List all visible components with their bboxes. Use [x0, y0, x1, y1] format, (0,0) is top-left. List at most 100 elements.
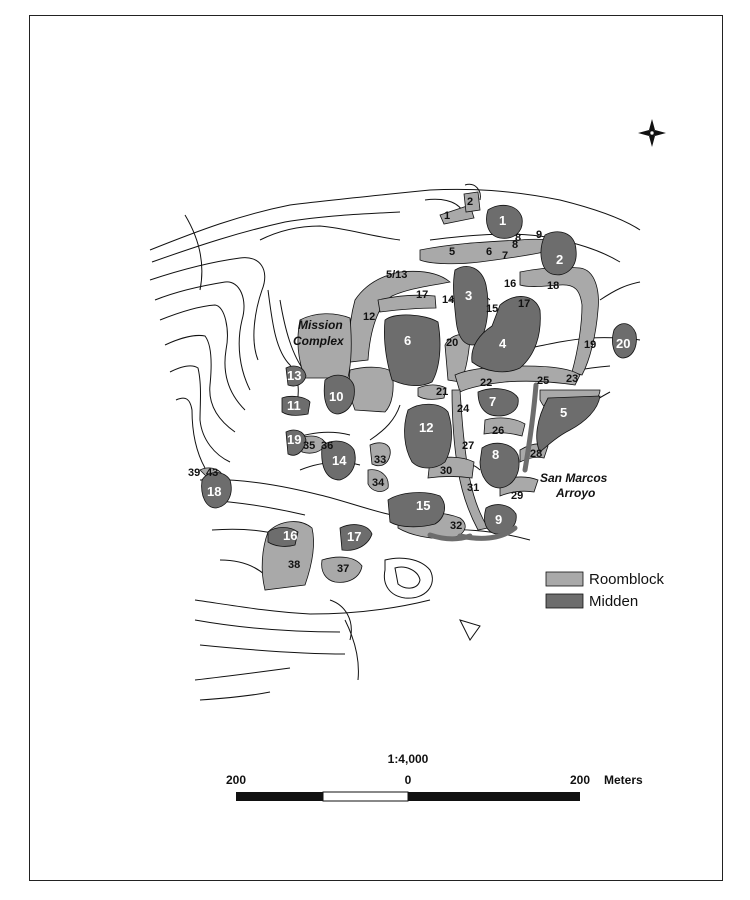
scale-label-left: 200 — [226, 773, 246, 787]
north-arrow-icon — [638, 119, 666, 147]
midden-label: 13 — [287, 368, 301, 383]
midden-labels: 1 2 3 4 5 6 7 8 9 10 11 12 13 14 15 16 1… — [207, 213, 630, 544]
roomblock-label: 36 — [321, 440, 333, 452]
midden-label: 17 — [347, 529, 361, 544]
scale-unit: Meters — [604, 773, 643, 787]
midden-label: 18 — [207, 484, 221, 499]
roomblock-label: 20 — [446, 337, 458, 349]
legend-swatch-midden — [545, 593, 584, 609]
roomblock-label: 1 — [444, 210, 450, 222]
midden-20 — [612, 323, 637, 359]
edge-bands — [427, 382, 539, 542]
midden-6 — [384, 314, 441, 386]
roomblock-label: 32 — [450, 520, 462, 532]
roomblock-label: 7 — [502, 250, 508, 262]
midden-13 — [285, 365, 307, 387]
roomblock-label: 19 — [584, 339, 596, 351]
roomblock-label: 33 — [374, 454, 386, 466]
roomblock-label: 17 — [518, 298, 530, 310]
midden-label: 1 — [499, 213, 506, 228]
midden-label: 8 — [492, 447, 499, 462]
midden-19 — [285, 429, 307, 456]
roomblock-label: 35 — [303, 440, 315, 452]
midden-label: 4 — [499, 336, 507, 351]
roomblock-label: 9 — [536, 229, 542, 241]
midden-label: 3 — [465, 288, 472, 303]
midden-label: 10 — [329, 389, 343, 404]
scale-bar: 200 0 200 Meters — [226, 773, 643, 802]
midden-15 — [387, 492, 445, 528]
midden-10 — [323, 374, 355, 415]
legend-label-midden: Midden — [589, 593, 638, 610]
midden-label: 19 — [287, 432, 301, 447]
scale-ratio: 1:4,000 — [388, 752, 429, 766]
roomblock-label: 17 — [416, 289, 428, 301]
midden-label: 5 — [560, 405, 567, 420]
roomblock-label: 15 — [486, 303, 498, 315]
roomblock-label: 16 — [504, 278, 516, 290]
roomblock-label: 26 — [492, 425, 504, 437]
roomblock-label: 38 — [288, 559, 300, 571]
midden-4 — [471, 296, 541, 373]
san-marcos-arroyo-label: Arroyo — [555, 486, 595, 500]
scale-label-right: 200 — [570, 773, 590, 787]
midden-label: 15 — [416, 498, 430, 513]
midden-14 — [321, 440, 356, 481]
roomblock-label: 24 — [457, 403, 470, 415]
roomblock-label: 31 — [467, 482, 479, 494]
san-marcos-arroyo-label: San Marcos — [540, 471, 608, 485]
roomblock-label: 12 — [363, 311, 375, 323]
roomblock-label: 43 — [206, 467, 218, 479]
mission-complex-label: Complex — [293, 334, 345, 348]
roomblock-label: 8 — [512, 239, 518, 251]
legend-label-roomblock: Roomblock — [589, 571, 665, 588]
midden-12 — [404, 403, 452, 469]
mission-complex-label: Mission — [298, 318, 343, 332]
map-frame — [29, 15, 723, 881]
legend: Roomblock Midden — [545, 571, 665, 610]
midden-label: 7 — [489, 394, 496, 409]
midden-18 — [201, 472, 232, 509]
midden-11 — [281, 395, 311, 416]
roomblock-label: 2 — [467, 196, 473, 208]
roomblock-label: 23 — [566, 373, 578, 385]
roomblock-label: 30 — [440, 465, 452, 477]
midden-label: 2 — [556, 252, 563, 267]
roomblock-label: 34 — [372, 477, 385, 489]
roomblock-label: 25 — [537, 375, 549, 387]
roomblock-label: 6 — [486, 246, 492, 258]
midden-5 — [536, 395, 601, 453]
roomblock-label: 18 — [547, 280, 559, 292]
roomblock-label: 21 — [436, 386, 448, 398]
roomblock-label: 22 — [480, 377, 492, 389]
roomblock-label: 27 — [462, 440, 474, 452]
midden-label: 6 — [404, 333, 411, 348]
scale-label-center: 0 — [405, 773, 412, 787]
middens — [201, 204, 637, 551]
midden-16 — [267, 527, 299, 547]
roomblock-label: 5/13 — [386, 269, 407, 281]
legend-swatch-roomblock — [545, 571, 584, 587]
midden-label: 9 — [495, 512, 502, 527]
midden-label: 20 — [616, 336, 630, 351]
place-labels: Mission Complex San Marcos Arroyo — [293, 318, 608, 500]
midden-label: 14 — [332, 453, 347, 468]
midden-8 — [479, 442, 520, 489]
roomblock-labels: 1 2 5 5/13 6 7 8 9 17 12 14 15 16 17 18 … — [188, 196, 596, 575]
midden-1 — [486, 204, 523, 239]
midden-label: 16 — [283, 528, 297, 543]
midden-7 — [477, 388, 519, 417]
roomblocks — [199, 191, 601, 591]
roomblock-label: 8 — [515, 232, 521, 244]
midden-label: 11 — [287, 398, 301, 413]
roomblock-label: 28 — [530, 448, 542, 460]
roomblock-label: 39 — [188, 467, 200, 479]
roomblock-label: 29 — [511, 490, 523, 502]
midden-label: 12 — [419, 420, 433, 435]
roomblock-label: 5 — [449, 246, 455, 258]
roomblock-label: 14 — [442, 294, 455, 306]
roomblock-label: 37 — [337, 563, 349, 575]
midden-2 — [540, 231, 577, 276]
midden-17 — [339, 524, 373, 551]
